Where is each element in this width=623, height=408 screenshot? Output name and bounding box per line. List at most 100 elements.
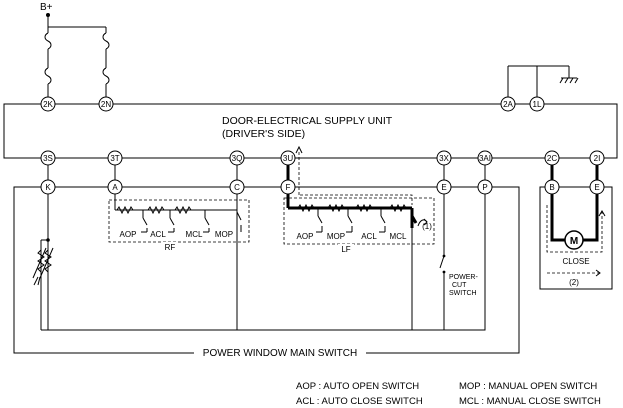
- terminal-3x: [436, 150, 452, 166]
- terminal-3q: [229, 150, 245, 166]
- main-switch-label-bg: [194, 346, 366, 360]
- switch-common-bus: [41, 194, 486, 331]
- terminal-1l: [529, 96, 545, 112]
- rf-acl-switch: [168, 210, 175, 233]
- lf-mop-switch: [346, 208, 353, 233]
- lf-group-frame: [283, 197, 435, 245]
- resistor-icon: [147, 205, 165, 215]
- terminal-e-label: E: [441, 183, 446, 192]
- unit-subtitle: (DRIVER'S SIDE): [222, 128, 305, 140]
- ground-connection: [507, 65, 579, 97]
- rf-mcl-label: MCL: [186, 230, 203, 239]
- fuse-icon: [44, 32, 52, 50]
- rf-mcl-switch: [203, 210, 210, 233]
- resistor-icon: [327, 203, 345, 213]
- rf-group-label: RF: [165, 243, 176, 252]
- legend-acl: ACL : AUTO CLOSE SWITCH: [296, 396, 423, 407]
- terminal-p-label: P: [482, 183, 487, 192]
- unit-top-terminals: 2K 2N 2A 1L: [40, 96, 545, 112]
- k-branch-resistors: [32, 194, 54, 330]
- marker-1: (1): [422, 222, 432, 231]
- lf-aop-label: AOP: [297, 232, 314, 241]
- lf-group-label: LF: [341, 245, 350, 254]
- unit-bottom-terminals: 3S 3T 3Q 3U 3X 3AI 2C 2I: [40, 150, 605, 166]
- resistor-icon: [174, 205, 192, 215]
- terminal-a-label: A: [112, 183, 118, 192]
- harness-wires: [47, 145, 599, 195]
- motor-terminal-b-label: B: [549, 183, 554, 192]
- terminal-2a: [500, 96, 516, 112]
- rf-switch-group: AOP ACL MCL MOP RF: [108, 194, 250, 330]
- fuse-icon: [102, 67, 110, 85]
- lf-aop-switch: [316, 208, 323, 233]
- legend-mcl: MCL : MANUAL CLOSE SWITCH: [459, 396, 601, 407]
- fuse-icon: [44, 67, 52, 85]
- rf-mop-label: MOP: [215, 230, 233, 239]
- power-window-main-switch: [13, 186, 520, 354]
- rf-mop-switch: [236, 211, 242, 232]
- terminal-3s-label: 3S: [43, 154, 53, 163]
- lf-switch-group: (1) AOP MOP ACL MCL LF: [283, 194, 435, 330]
- window-motor: B E M CLOSE (2): [539, 179, 613, 290]
- terminal-2n: [98, 96, 114, 112]
- lf-acl-label: ACL: [361, 232, 377, 241]
- rf-acl-label: ACL: [150, 230, 166, 239]
- terminal-3s: [40, 150, 56, 166]
- unit-title: DOOR-ELECTRICAL SUPPLY UNIT: [222, 115, 393, 127]
- lf-mcl-switch: [410, 215, 418, 224]
- motor-direction-label: CLOSE: [562, 257, 589, 266]
- terminal-2n-label: 2N: [101, 100, 111, 109]
- lf-mop-label: MOP: [327, 232, 345, 241]
- terminal-1l-label: 1L: [533, 100, 542, 109]
- ground-icon: [559, 77, 579, 84]
- fuse-icon: [102, 32, 110, 50]
- terminal-2k-label: 2K: [43, 100, 53, 109]
- terminal-3u: [280, 150, 296, 166]
- legend-mop: MOP : MANUAL OPEN SWITCH: [459, 381, 597, 392]
- terminal-2c-label: 2C: [547, 154, 557, 163]
- resistor-icon: [389, 203, 407, 213]
- terminal-f-label: F: [286, 183, 291, 192]
- resistor-icon: [297, 203, 315, 213]
- rf-aop-label: AOP: [120, 230, 137, 239]
- resistor-icon: [355, 203, 373, 213]
- door-electrical-supply-unit: [3, 103, 618, 159]
- main-switch-label: POWER WINDOW MAIN SWITCH: [203, 348, 357, 359]
- terminal-3x-label: 3X: [439, 154, 449, 163]
- motor-symbol: M: [570, 236, 578, 247]
- resistor-icon: [116, 205, 134, 215]
- terminal-c-label: C: [234, 183, 240, 192]
- terminal-3q-label: 3Q: [232, 154, 243, 163]
- terminal-2i-label: 2I: [594, 154, 601, 163]
- power-label: B+: [40, 2, 53, 13]
- main-switch-terminals: K A C F E P: [40, 179, 493, 195]
- rf-aop-switch: [141, 210, 148, 233]
- power-cut-switch: POWER- CUT SWITCH: [439, 194, 478, 330]
- motor-terminal-e-label: E: [594, 183, 599, 192]
- terminal-2c: [544, 150, 560, 166]
- motor-icon: [564, 230, 584, 250]
- legend-aop: AOP : AUTO OPEN SWITCH: [296, 381, 419, 392]
- terminal-3t-label: 3T: [110, 154, 119, 163]
- terminal-2k: [40, 96, 56, 112]
- power-cut-label-line3: SWITCH: [449, 290, 477, 297]
- rf-group-frame: [108, 199, 250, 243]
- motor-frame: [539, 186, 613, 290]
- variable-resistor-icon: [37, 249, 45, 273]
- terminal-2a-label: 2A: [503, 100, 513, 109]
- power-feed: B+: [40, 2, 110, 97]
- terminal-3u-label: 3U: [283, 154, 293, 163]
- terminal-k-label: K: [45, 183, 51, 192]
- terminal-3ai-label: 3AI: [479, 154, 491, 163]
- legend: AOP : AUTO OPEN SWITCH ACL : AUTO CLOSE …: [296, 381, 601, 407]
- variable-resistor-icon: [44, 249, 52, 273]
- terminal-3t: [107, 150, 123, 166]
- marker-2: (2): [569, 278, 579, 287]
- lf-acl-switch: [379, 208, 386, 233]
- terminal-3ai: [477, 150, 493, 166]
- power-cut-label-line2: CUT: [452, 282, 467, 289]
- lf-mcl-label: MCL: [390, 232, 407, 241]
- terminal-2i: [589, 150, 605, 166]
- power-cut-label-line1: POWER-: [449, 274, 478, 281]
